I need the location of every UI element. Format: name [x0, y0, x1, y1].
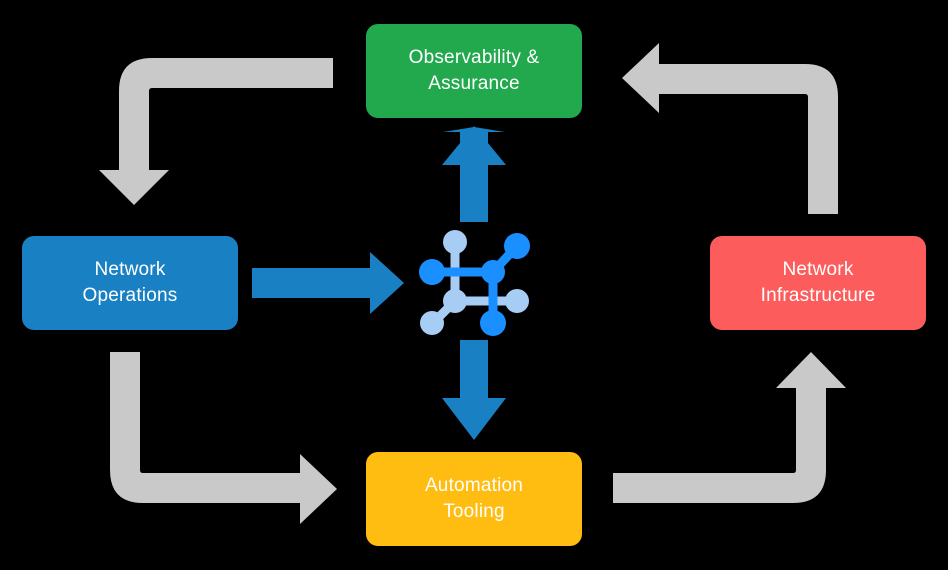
arrow-icon-to-observability-head	[442, 126, 506, 165]
icon-node-left	[419, 259, 445, 285]
arrow-icon-to-automation-shaft	[460, 340, 488, 400]
arrow-automation-to-infrastructure	[613, 352, 846, 503]
icon-node-center-left	[443, 289, 467, 313]
icon-node-center-right	[481, 260, 505, 284]
node-box-network-operations[interactable]: Network Operations	[22, 236, 238, 330]
node-box-observability[interactable]: Observability & Assurance	[366, 24, 582, 118]
node-label-observability: Observability & Assurance	[408, 47, 540, 94]
node-label-network-infrastructure: Network Infrastructure	[760, 259, 876, 306]
node-box-network-infrastructure[interactable]: Network Infrastructure	[710, 236, 926, 330]
arrow-icon-to-automation-head	[442, 398, 506, 440]
node-box-automation-tooling[interactable]: Automation Tooling	[366, 452, 582, 546]
node-label-automation-tooling: Automation Tooling	[424, 475, 524, 522]
icon-node-top-left	[443, 230, 467, 254]
arrow-infrastructure-to-observability	[622, 43, 838, 214]
node-label-network-operations: Network Operations	[82, 259, 178, 306]
arrow-icon-to-observability-shaft	[460, 160, 488, 222]
icon-node-bottom-right	[480, 310, 506, 336]
network-topology-icon	[419, 230, 530, 336]
arrow-observability-to-operations	[99, 58, 333, 205]
arrow-icon-to-observability	[443, 127, 505, 218]
icon-node-right	[505, 289, 529, 313]
arrow-operations-to-automation	[110, 352, 337, 524]
icon-node-bottom-left	[420, 311, 444, 335]
arrow-operations-to-icon	[252, 252, 404, 314]
icon-node-top-right	[504, 233, 530, 259]
